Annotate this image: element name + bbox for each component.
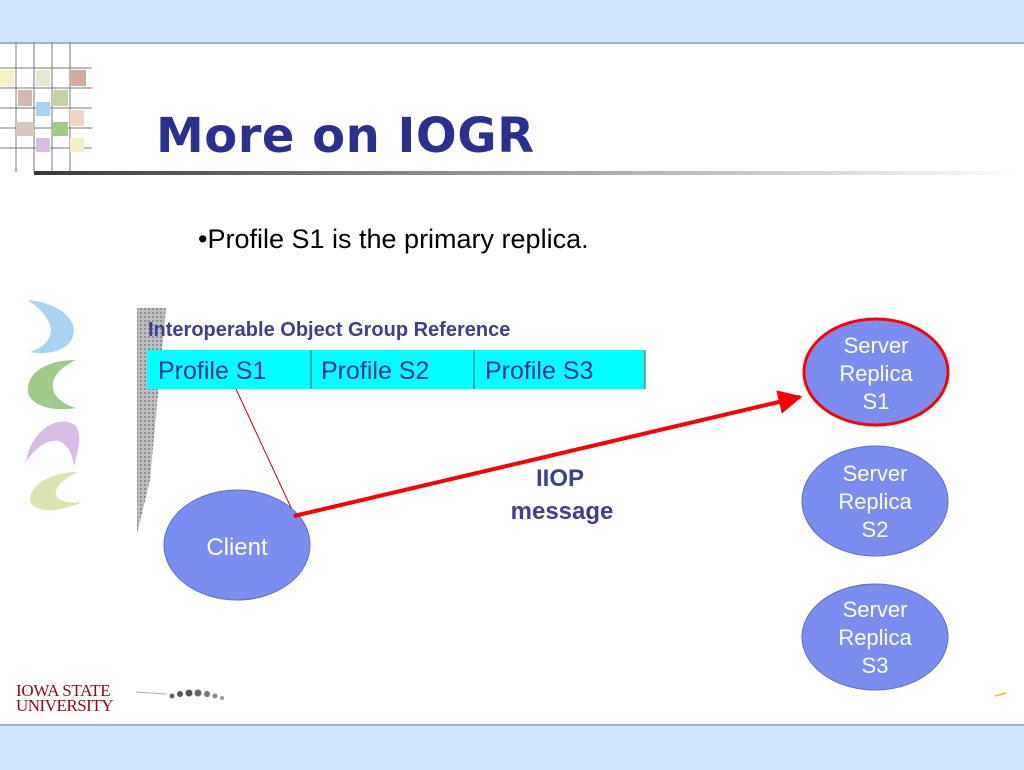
logo-line-2: UNIVERSITY: [16, 696, 114, 715]
profile-s2: Profile S2: [321, 357, 429, 385]
title-underline: [34, 171, 1024, 175]
bullet-text: •Profile S1 is the primary replica.: [198, 224, 589, 254]
replica-s3-line3: S3: [862, 653, 889, 678]
gray-shadow-wedge: [137, 308, 166, 534]
message-label: message: [511, 498, 614, 525]
replica-s1-node: [802, 317, 950, 427]
pointer-line: [235, 388, 294, 513]
bottom-band: [0, 724, 1024, 770]
lime-crescent-icon: [29, 472, 82, 511]
iogr-label: Interoperable Object Group Reference: [148, 319, 510, 341]
green-crescent-icon: [27, 360, 76, 410]
client-label: Client: [206, 534, 268, 561]
dots-decoration: [136, 689, 224, 700]
replica-s3-line2: Replica: [838, 625, 912, 650]
client-node: [163, 489, 311, 601]
replica-s2-line2: Replica: [838, 489, 912, 514]
top-band: [0, 0, 1024, 44]
replica-s2-node: [801, 445, 949, 557]
replica-s2-line1: Server: [843, 461, 908, 486]
iiop-label: IIOP: [536, 465, 584, 492]
replica-s1-line2: Replica: [839, 361, 913, 386]
profile-s3: Profile S3: [485, 357, 593, 385]
university-logo: IOWA STATE UNIVERSITY: [16, 681, 114, 715]
decorative-grid: [0, 42, 92, 172]
corner-mark-icon: [994, 692, 1007, 697]
purple-crescent-icon: [26, 421, 80, 466]
replica-s3-node: [801, 583, 949, 691]
replica-s3-line1: Server: [843, 597, 908, 622]
iiop-arrow: [293, 390, 803, 518]
replica-s1-line1: Server: [844, 333, 909, 358]
replica-s2-line3: S2: [862, 517, 889, 542]
slide-title: More on IOGR: [156, 108, 535, 164]
crescent-decoration: [26, 300, 82, 511]
profile-bar: [147, 350, 645, 389]
replica-s1-line3: S1: [863, 389, 890, 414]
logo-line-1: IOWA STATE: [16, 681, 111, 700]
profile-s1: Profile S1: [158, 357, 266, 385]
blue-crescent-icon: [28, 300, 74, 353]
